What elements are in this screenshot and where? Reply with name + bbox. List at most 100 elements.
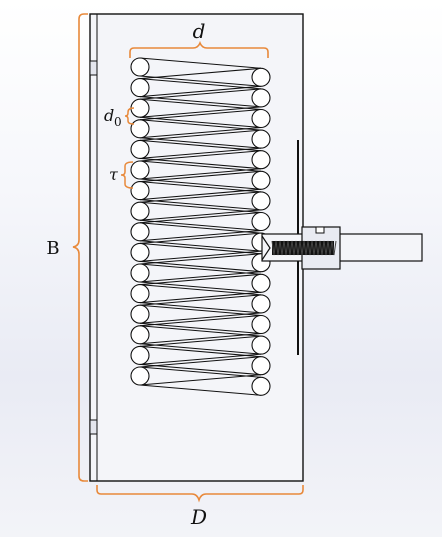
coil-back-strand: [139, 230, 262, 242]
coil-wire-left: [130, 181, 150, 201]
coil-spring: [130, 57, 271, 396]
coil-wire-right: [251, 170, 271, 190]
coil-back-strand: [139, 315, 262, 327]
dimension-coil-diameter: d: [129, 19, 269, 58]
coil-front-strand: [139, 181, 262, 193]
coil-back-strand: [139, 291, 262, 304]
bottom-hinge: [89, 419, 98, 435]
coil-back-strand: [139, 147, 262, 159]
coil-wire-left: [130, 201, 150, 221]
coil-back-strand: [139, 109, 262, 121]
coil-front-strand: [139, 137, 262, 149]
coil-back-strand: [139, 209, 262, 221]
label-height: B: [46, 238, 59, 259]
coil-front-strand: [139, 240, 262, 252]
coil-front-strand: [139, 363, 262, 376]
dimension-width: D: [96, 485, 304, 529]
top-hinge: [89, 60, 98, 76]
coil-back-strand: [139, 335, 262, 347]
coil-wire-left: [130, 366, 150, 386]
label-width: D: [190, 505, 207, 529]
coil-back-strand: [139, 188, 262, 201]
coil-wire-right: [251, 273, 271, 293]
coil-wire-right: [251, 335, 271, 355]
coil-back-strand: [139, 168, 262, 180]
bracket-width: [96, 485, 304, 503]
coil-front-strand: [139, 139, 262, 152]
coil-front-strand: [139, 302, 262, 314]
coil-back-strand: [139, 127, 262, 139]
bracket-height: [72, 13, 88, 482]
coil-front-strand: [139, 222, 262, 234]
coil-back-strand: [139, 250, 262, 262]
coil-wire-left: [130, 304, 150, 324]
coil-front-strand: [139, 98, 262, 110]
coil-back-strand: [139, 88, 262, 100]
coil-front-strand: [139, 384, 262, 396]
coil-wire-left: [130, 284, 150, 304]
coil-wire-right: [251, 88, 271, 108]
coil-front-strand: [139, 96, 262, 108]
coil-wire-right: [251, 314, 271, 335]
adjusting-screw: [261, 226, 423, 270]
coil-back-strand: [139, 85, 262, 98]
label-coil-diameter: d: [193, 19, 206, 43]
coil-wire-left: [130, 345, 150, 365]
coil-back-strand: [139, 356, 262, 368]
coil-back-strand: [139, 106, 262, 118]
coil-front-strand: [139, 157, 262, 170]
coil-back-strand: [139, 232, 262, 244]
coil-wire-left: [130, 263, 150, 283]
coil-wire-left: [130, 78, 150, 98]
coil-wire-left: [130, 119, 150, 139]
coil-wire-right: [251, 211, 271, 232]
coil-front-strand: [139, 281, 262, 293]
dimension-pitch: τ: [109, 161, 134, 189]
bracket-coil-diameter: [129, 40, 269, 58]
bracket-wire-diameter: [124, 107, 135, 125]
coil-wire-right: [251, 376, 271, 396]
coil-back-strand: [139, 333, 262, 345]
coil-front-strand: [139, 119, 262, 131]
coil-wire-right: [251, 150, 271, 170]
coil-back-strand: [139, 312, 262, 324]
label-wire-diameter-subscript: 0: [114, 115, 122, 129]
coil-back-strand: [139, 294, 262, 306]
coil-back-strand: [139, 67, 262, 80]
coil-wire-right: [251, 108, 271, 129]
coil-wire-left: [130, 222, 150, 242]
dimension-height: B: [46, 13, 88, 482]
thread-teeth: [271, 240, 337, 256]
coil-back-strand: [139, 129, 262, 141]
coil-back-strand: [139, 374, 262, 386]
coil-wire-left: [130, 160, 150, 180]
coil-back-strand: [139, 353, 262, 365]
screw-tip: [261, 235, 271, 261]
coil-front-strand: [139, 178, 262, 190]
coil-front-strand: [139, 160, 262, 172]
coil-front-strand: [139, 242, 262, 255]
coil-front-strand: [139, 57, 262, 69]
coil-front-strand: [139, 343, 262, 355]
coil-front-strand: [139, 116, 262, 128]
coil-front-strand: [139, 263, 262, 275]
coil-back-strand: [139, 253, 262, 265]
label-pitch: τ: [109, 165, 119, 184]
coil-front-strand: [139, 201, 262, 213]
coil-front-strand: [139, 325, 262, 337]
label-wire-diameter: d: [104, 106, 114, 125]
coil-back-strand: [139, 212, 262, 224]
coil-back-strand: [139, 273, 262, 286]
coil-front-strand: [139, 75, 262, 87]
coil-front-strand: [139, 260, 262, 273]
coil-wire-left: [130, 242, 150, 262]
coil-front-strand: [139, 322, 262, 334]
bracket-pitch: [120, 161, 134, 189]
coil-wire-left: [130, 139, 150, 159]
coil-back-strand: [139, 150, 262, 162]
coil-front-strand: [139, 304, 262, 316]
coil-front-strand: [139, 219, 262, 231]
coil-back-strand: [139, 191, 262, 203]
coil-front-strand: [139, 284, 262, 296]
